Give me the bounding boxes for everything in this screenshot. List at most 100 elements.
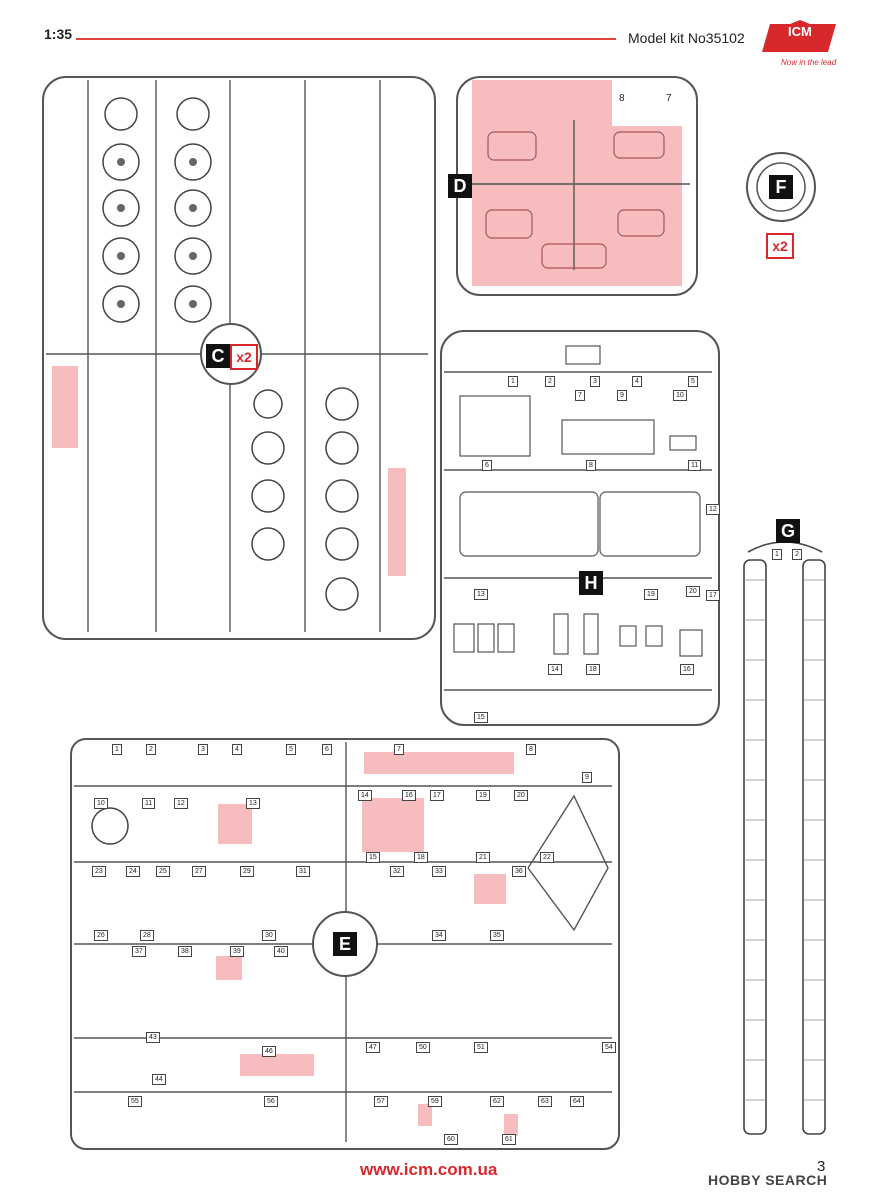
h-part-number: 7 (575, 390, 585, 401)
logo-tagline: Now in the lead (781, 58, 837, 67)
e-part-number: 9 (582, 772, 592, 783)
e-part-number: 35 (490, 930, 504, 941)
sprue-c-highlight-2 (388, 468, 406, 576)
h-part-number: 3 (590, 376, 600, 387)
h-part-number: 14 (548, 664, 562, 675)
e-part-number: 44 (152, 1074, 166, 1085)
e-part-number: 1 (112, 744, 122, 755)
e-part-number: 34 (432, 930, 446, 941)
e-part-number: 62 (490, 1096, 504, 1107)
h-part-number: 20 (686, 586, 700, 597)
icm-logo (762, 20, 836, 52)
e-part-number: 36 (512, 866, 526, 877)
h-part-number: 15 (474, 712, 488, 723)
h-part-number: 17 (706, 590, 720, 601)
sprue-g-label-1: 1 (772, 549, 782, 560)
e-part-number: 56 (264, 1096, 278, 1107)
e-part-number: 46 (262, 1046, 276, 1057)
h-part-number: 12 (706, 504, 720, 515)
sprue-f-badge: F (769, 175, 793, 199)
sprue-e-highlight-1 (364, 752, 514, 774)
e-part-number: 32 (390, 866, 404, 877)
h-part-number: 4 (632, 376, 642, 387)
e-part-number: 39 (230, 946, 244, 957)
sprue-e-highlight-4 (474, 874, 506, 904)
e-part-number: 3 (198, 744, 208, 755)
kit-number: Model kit No35102 (628, 30, 745, 46)
e-part-number: 29 (240, 866, 254, 877)
e-part-number: 14 (358, 790, 372, 801)
e-part-number: 59 (428, 1096, 442, 1107)
sprue-e-highlight-8 (504, 1114, 518, 1136)
h-part-number: 8 (586, 460, 596, 471)
e-part-number: 63 (538, 1096, 552, 1107)
e-part-number: 15 (366, 852, 380, 863)
sprue-f-multiplier: x2 (766, 233, 794, 259)
e-part-number: 24 (126, 866, 140, 877)
sprue-e-badge: E (333, 932, 357, 956)
h-part-number: 11 (688, 460, 702, 471)
h-part-number: 5 (688, 376, 698, 387)
sprue-h-badge: H (579, 571, 603, 595)
sprue-e-highlight-7 (418, 1104, 432, 1126)
h-part-number: 13 (474, 589, 488, 600)
sprue-g-label-2: 2 (792, 549, 802, 560)
e-part-number: 55 (128, 1096, 142, 1107)
e-part-number: 18 (414, 852, 428, 863)
sprue-e-highlight-5 (216, 956, 242, 980)
e-part-number: 10 (94, 798, 108, 809)
e-part-number: 12 (174, 798, 188, 809)
sprue-d-label-8: 8 (617, 93, 627, 104)
sprue-e-highlight-3 (362, 798, 424, 852)
h-part-number: 18 (586, 664, 600, 675)
e-part-number: 11 (142, 798, 156, 809)
e-part-number: 51 (474, 1042, 488, 1053)
e-part-number: 54 (602, 1042, 616, 1053)
e-part-number: 61 (502, 1134, 516, 1145)
e-part-number: 27 (192, 866, 206, 877)
e-part-number: 5 (286, 744, 296, 755)
sprue-c-highlight-1 (52, 366, 78, 448)
e-part-number: 25 (156, 866, 170, 877)
h-part-number: 16 (680, 664, 694, 675)
e-part-number: 47 (366, 1042, 380, 1053)
e-part-number: 57 (374, 1096, 388, 1107)
e-part-number: 31 (296, 866, 310, 877)
e-part-number: 40 (274, 946, 288, 957)
h-part-number: 2 (545, 376, 555, 387)
e-part-number: 60 (444, 1134, 458, 1145)
e-part-number: 22 (540, 852, 554, 863)
e-part-number: 19 (476, 790, 490, 801)
e-part-number: 6 (322, 744, 332, 755)
sprue-d-label-7: 7 (664, 93, 674, 104)
h-part-number: 6 (482, 460, 492, 471)
e-part-number: 20 (514, 790, 528, 801)
sprue-e-highlight-2 (218, 804, 252, 844)
h-part-number: 9 (617, 390, 627, 401)
e-part-number: 8 (526, 744, 536, 755)
scale-label: 1:35 (44, 26, 73, 42)
e-part-number: 30 (262, 930, 276, 941)
h-part-number: 19 (644, 589, 658, 600)
e-part-number: 16 (402, 790, 416, 801)
e-part-number: 37 (132, 946, 146, 957)
e-part-number: 7 (394, 744, 404, 755)
e-part-number: 43 (146, 1032, 160, 1043)
e-part-number: 38 (178, 946, 192, 957)
website-url[interactable]: www.icm.com.ua (360, 1160, 498, 1179)
logo-text: ICM (788, 24, 812, 39)
e-part-number: 4 (232, 744, 242, 755)
sprue-c-multiplier: x2 (230, 344, 258, 370)
sprue-d-badge: D (448, 174, 472, 198)
e-part-number: 17 (430, 790, 444, 801)
sprue-e-highlight-6 (240, 1054, 314, 1076)
watermark: HOBBY SEARCH (708, 1172, 828, 1188)
e-part-number: 33 (432, 866, 446, 877)
h-part-number: 1 (508, 376, 518, 387)
e-part-number: 2 (146, 744, 156, 755)
e-part-number: 64 (570, 1096, 584, 1107)
sprue-c-badge: C (206, 344, 230, 368)
e-part-number: 28 (140, 930, 154, 941)
e-part-number: 13 (246, 798, 260, 809)
